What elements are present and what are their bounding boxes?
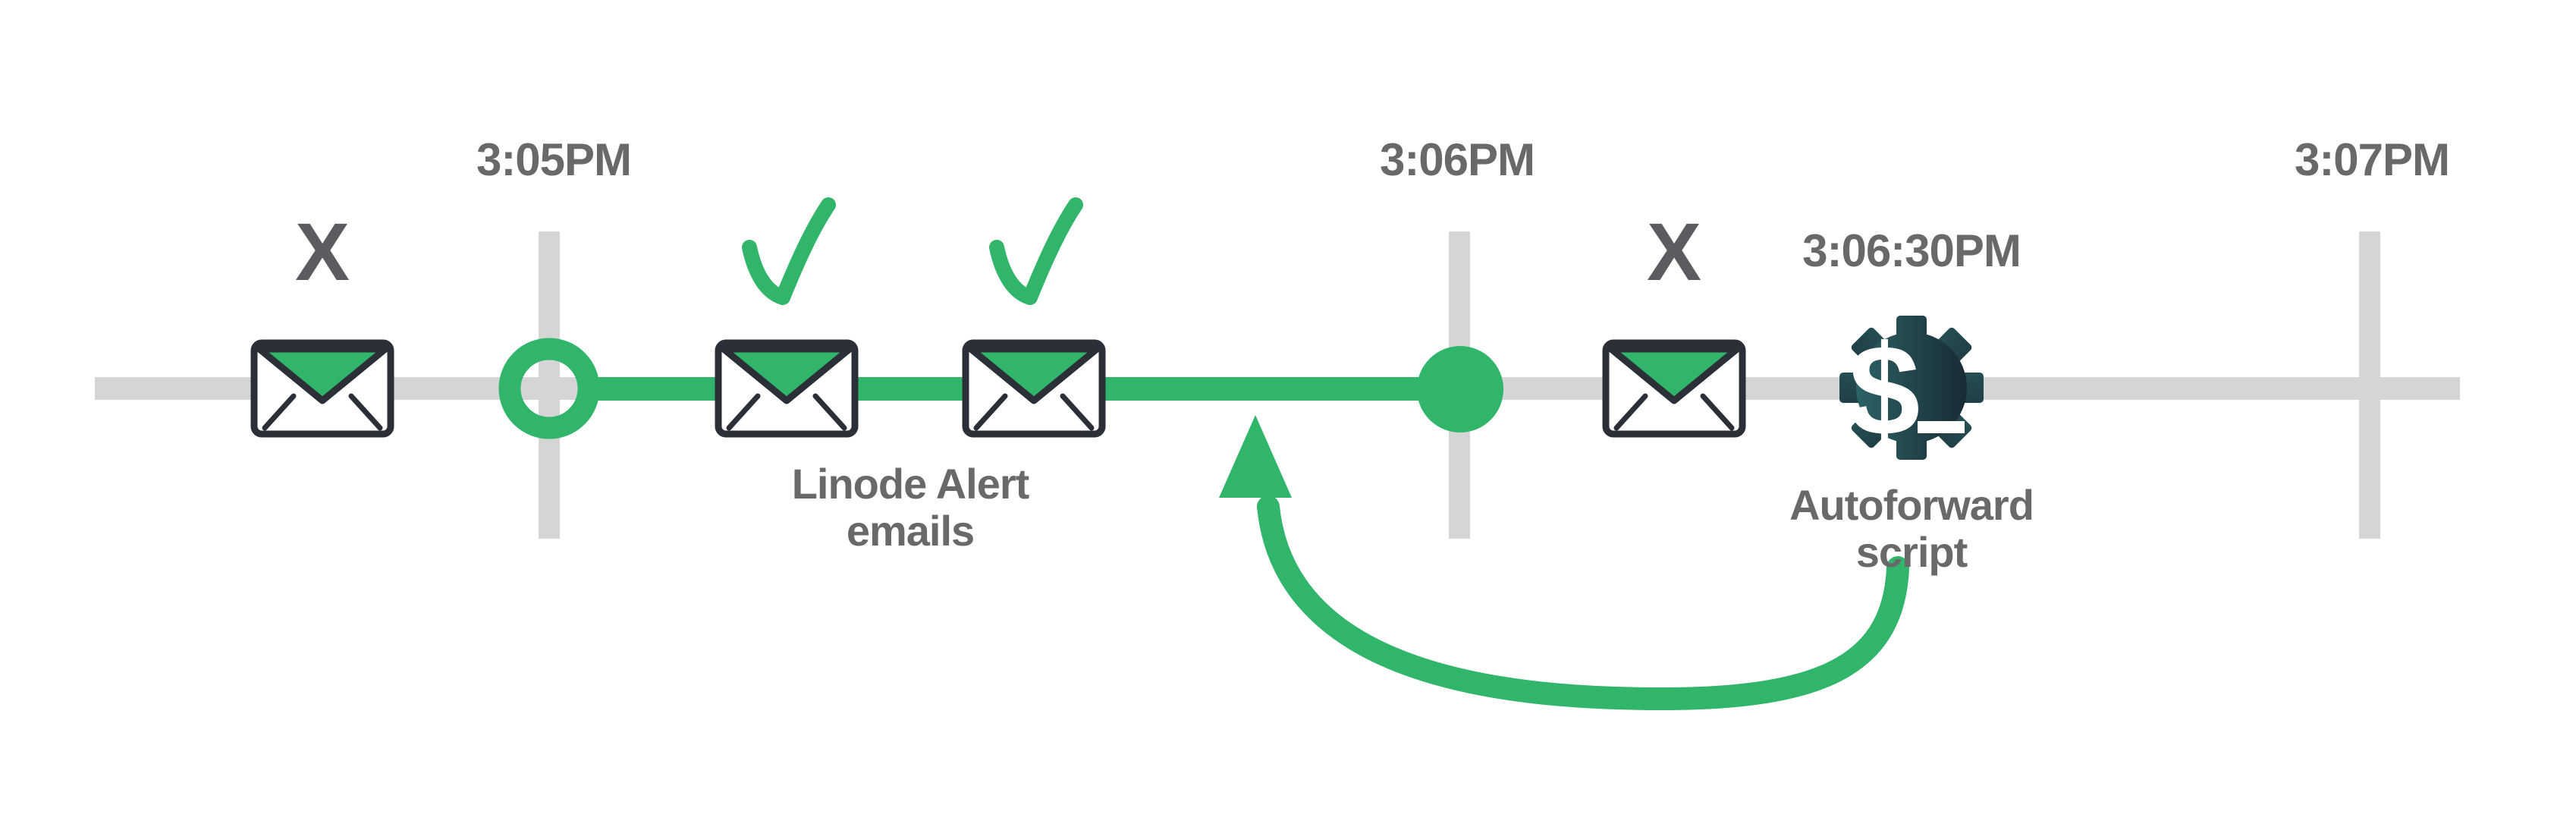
check-icon-2 bbox=[997, 205, 1076, 297]
caption-line: emails bbox=[846, 507, 975, 555]
caption-autoforward-script: Autoforward script bbox=[1789, 482, 2034, 576]
caption-line: script bbox=[1855, 528, 1968, 576]
envelope-icon-2 bbox=[718, 343, 855, 434]
caption-line: Autoforward bbox=[1789, 481, 2034, 529]
envelope-icon-4 bbox=[1606, 343, 1742, 434]
gear-dollar-icon: $ bbox=[1839, 316, 1984, 463]
curved-arrow-icon bbox=[1257, 495, 1909, 711]
tick-label-3-07: 3:07PM bbox=[2294, 134, 2450, 185]
x-icon-2: X bbox=[1647, 206, 1701, 297]
envelope-icon-1 bbox=[254, 343, 391, 434]
x-icon-1: X bbox=[295, 206, 350, 297]
tick-label-3-05: 3:05PM bbox=[476, 134, 632, 185]
event-time-label: 3:06:30PM bbox=[1802, 225, 2022, 276]
filled-circle-icon bbox=[1417, 346, 1503, 432]
dollar-glyph: $ bbox=[1849, 319, 1921, 463]
arrowhead-icon bbox=[1219, 415, 1292, 498]
caption-line: Linode Alert bbox=[791, 460, 1030, 508]
open-circle-icon bbox=[498, 338, 600, 439]
tick-label-3-06: 3:06PM bbox=[1379, 134, 1535, 185]
caption-linode-alert-emails: Linode Alert emails bbox=[791, 460, 1030, 555]
underscore-glyph bbox=[1918, 421, 1965, 433]
check-icon-1 bbox=[749, 205, 828, 297]
envelope-icon-3 bbox=[966, 343, 1102, 434]
